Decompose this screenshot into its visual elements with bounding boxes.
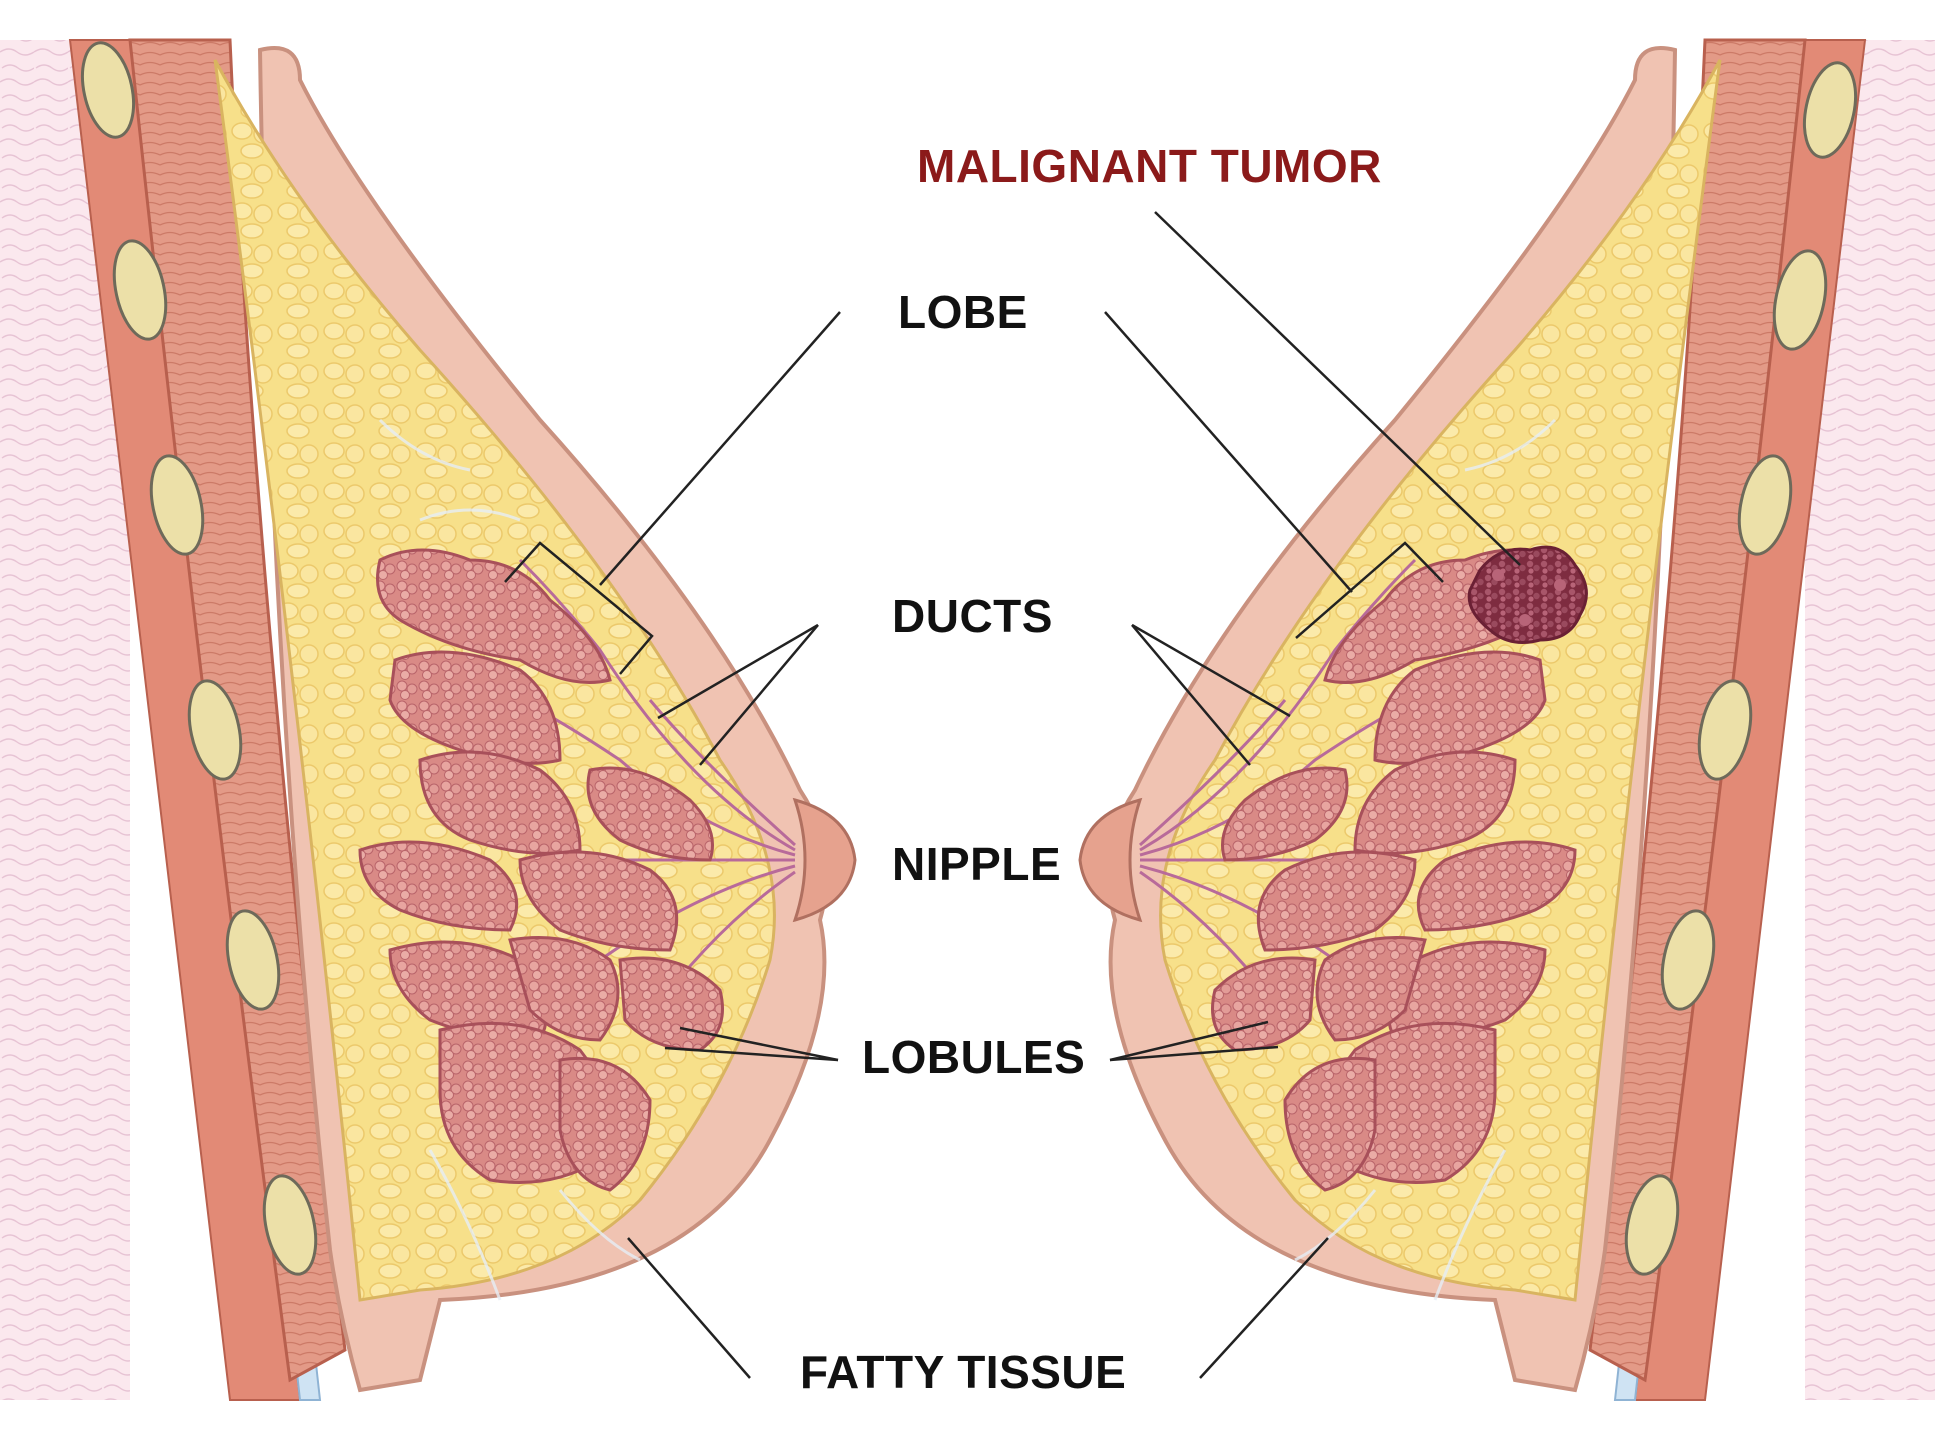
left-body-wall-skin: [0, 40, 130, 1400]
label-nipple: NIPPLE: [892, 838, 1061, 890]
malignant-tumor-mass: [1467, 545, 1588, 644]
bracket-lobe-right: [1295, 541, 1444, 639]
leader-ducts-right-2: [1131, 624, 1251, 766]
left-nipple: [792, 797, 857, 923]
label-malignant-tumor: MALIGNANT TUMOR: [917, 140, 1382, 192]
left-ribs: [80, 41, 318, 1276]
right-septa: [1294, 418, 1557, 1301]
label-lobe: LOBE: [898, 286, 1028, 338]
leader-ducts-left-1: [657, 623, 819, 720]
leader-lobules-left-1: [679, 1026, 839, 1062]
left-breast: [0, 38, 857, 1401]
leader-ducts-left-2: [699, 624, 819, 766]
label-fatty-tissue: FATTY TISSUE: [800, 1346, 1126, 1398]
right-body-wall-skin: [1805, 40, 1935, 1400]
right-nipple: [1078, 797, 1143, 923]
left-lobes: [358, 548, 724, 1192]
label-lobules: LOBULES: [862, 1031, 1085, 1083]
leader-ducts-right-1: [1131, 623, 1291, 718]
leader-fatty-tissue-left: [627, 1237, 751, 1379]
left-septa: [378, 418, 641, 1301]
leader-malignant-tumor: [1154, 211, 1521, 566]
leader-lobules-right-2: [1109, 1045, 1279, 1062]
bracket-lobe-left: [504, 541, 654, 675]
leader-lobules-right-1: [1109, 1020, 1269, 1062]
leader-lobules-left-2: [664, 1046, 839, 1062]
leader-lobe-right: [1104, 311, 1353, 593]
right-ribs: [1624, 61, 1858, 1276]
right-breast: [1078, 38, 1935, 1401]
leader-fatty-tissue-right: [1199, 1237, 1329, 1379]
right-lobes: [1211, 548, 1577, 1192]
labels: MALIGNANT TUMOR LOBE DUCTS NIPPLE LOBULE…: [800, 140, 1382, 1398]
leader-lobe-left: [599, 311, 841, 586]
label-ducts: DUCTS: [892, 590, 1053, 642]
leader-lines: [504, 211, 1521, 1379]
